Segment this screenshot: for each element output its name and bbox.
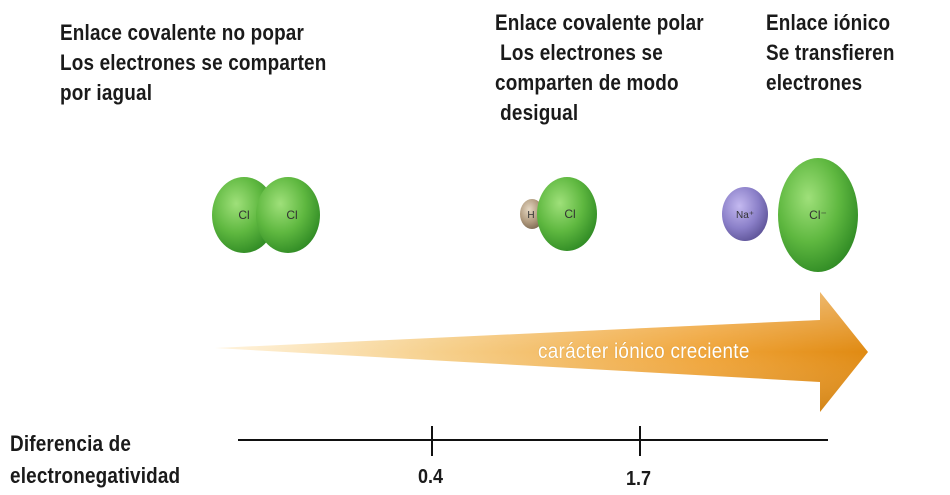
ionic-description: Enlace iónico Se transfieren electrones bbox=[766, 8, 895, 98]
cl-ion bbox=[778, 158, 858, 272]
ionic-line-2: electrones bbox=[766, 70, 863, 95]
cl-atom-left bbox=[212, 177, 276, 253]
cl-left-label: Cl bbox=[238, 208, 249, 222]
cl-right-label: Cl bbox=[286, 208, 297, 222]
scale-label-line-2: electronegatividad bbox=[10, 463, 181, 488]
polar-line-1: Los electrones se bbox=[500, 40, 663, 65]
tick-label-0-4: 0.4 bbox=[418, 466, 444, 488]
arrow-label: carácter iónico creciente bbox=[538, 340, 750, 363]
tick-label-1-7: 1.7 bbox=[626, 468, 652, 490]
cl-atom-right bbox=[256, 177, 320, 253]
ionic-clip: Enlace iónico Se transfieren electrones bbox=[760, 0, 950, 140]
electronegativity-scale bbox=[238, 426, 828, 456]
scale-label-line-1: Diferencia de bbox=[10, 431, 132, 456]
cl2-molecule: Cl Cl bbox=[212, 177, 320, 253]
na-ion bbox=[722, 187, 768, 241]
nonpolar-line-2: por iagual bbox=[60, 80, 153, 105]
polar-line-3: desigual bbox=[500, 100, 579, 125]
cl-hcl-label: Cl bbox=[564, 207, 575, 221]
increasing-ionic-arrow bbox=[215, 292, 868, 412]
cl-atom-hcl bbox=[537, 177, 597, 251]
ionic-title: Enlace iónico bbox=[766, 10, 891, 35]
nonpolar-line-1: Los electrones se comparten bbox=[60, 50, 327, 75]
polar-line-2: comparten de modo bbox=[495, 70, 679, 95]
polar-description: Enlace covalente polar Los electrones se… bbox=[495, 8, 704, 128]
arrow-shading bbox=[215, 292, 868, 412]
polar-title: Enlace covalente polar bbox=[495, 10, 704, 35]
cl-ion-label: Cl⁻ bbox=[809, 208, 827, 222]
nonpolar-title: Enlace covalente no popar bbox=[60, 20, 305, 45]
h-label: H bbox=[527, 210, 534, 221]
ionic-line-1: Se transfieren bbox=[766, 40, 895, 65]
na-label: Na⁺ bbox=[736, 210, 754, 221]
nonpolar-description: Enlace covalente no popar Los electrones… bbox=[60, 18, 326, 108]
nacl-ions: Na⁺ Cl⁻ bbox=[722, 158, 858, 272]
hcl-molecule: H Cl bbox=[520, 177, 597, 251]
scale-label: Diferencia de electronegatividad bbox=[10, 428, 180, 492]
